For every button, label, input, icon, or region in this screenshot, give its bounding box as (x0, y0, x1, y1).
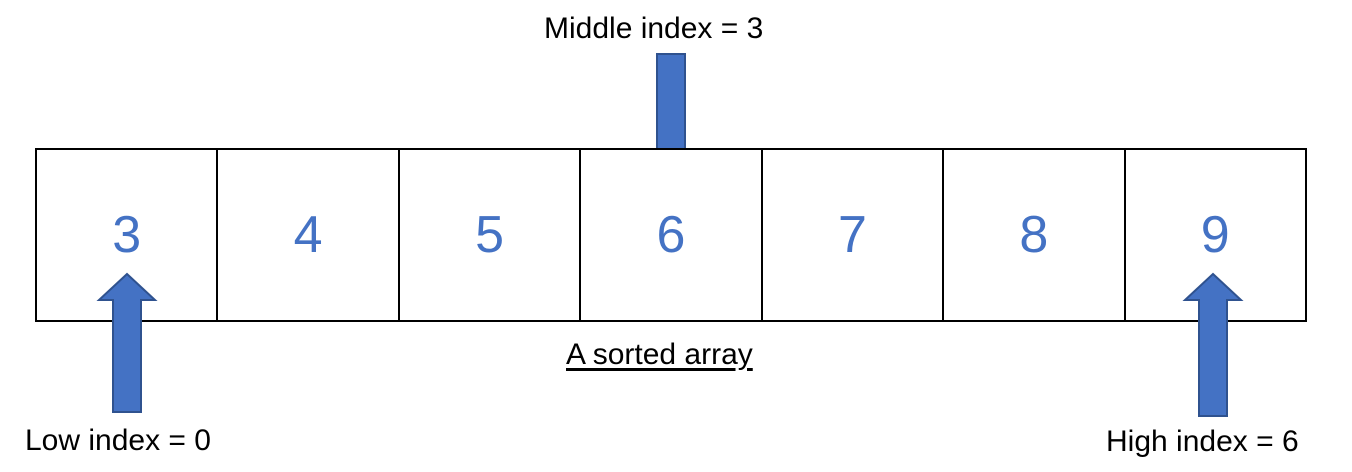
array-cell: 3 (37, 150, 216, 320)
low-index-label: Low index = 0 (25, 424, 211, 457)
array-cell: 6 (579, 150, 760, 320)
array-cell: 8 (942, 150, 1123, 320)
array-cell-value: 8 (1019, 206, 1049, 264)
up-arrow-shape (1182, 272, 1244, 417)
sorted-array: 3 4 5 6 7 8 9 (35, 148, 1307, 322)
array-cell-value: 4 (293, 206, 323, 264)
array-cell: 5 (397, 150, 579, 320)
array-caption: A sorted array (566, 338, 753, 371)
array-cell-value: 5 (475, 206, 505, 264)
array-cell: 9 (1123, 150, 1305, 320)
array-cell-value: 9 (1200, 206, 1230, 264)
array-cell-value: 7 (837, 206, 867, 264)
array-cell: 4 (216, 150, 397, 320)
up-arrow-shape (96, 272, 158, 413)
array-cell-value: 6 (656, 206, 686, 264)
array-cell-value: 3 (112, 206, 142, 264)
middle-index-label: Middle index = 3 (544, 12, 764, 45)
array-cell: 7 (760, 150, 942, 320)
up-arrow-icon (96, 272, 158, 413)
up-arrow-icon (1182, 272, 1244, 417)
high-index-label: High index = 6 (1106, 425, 1299, 458)
